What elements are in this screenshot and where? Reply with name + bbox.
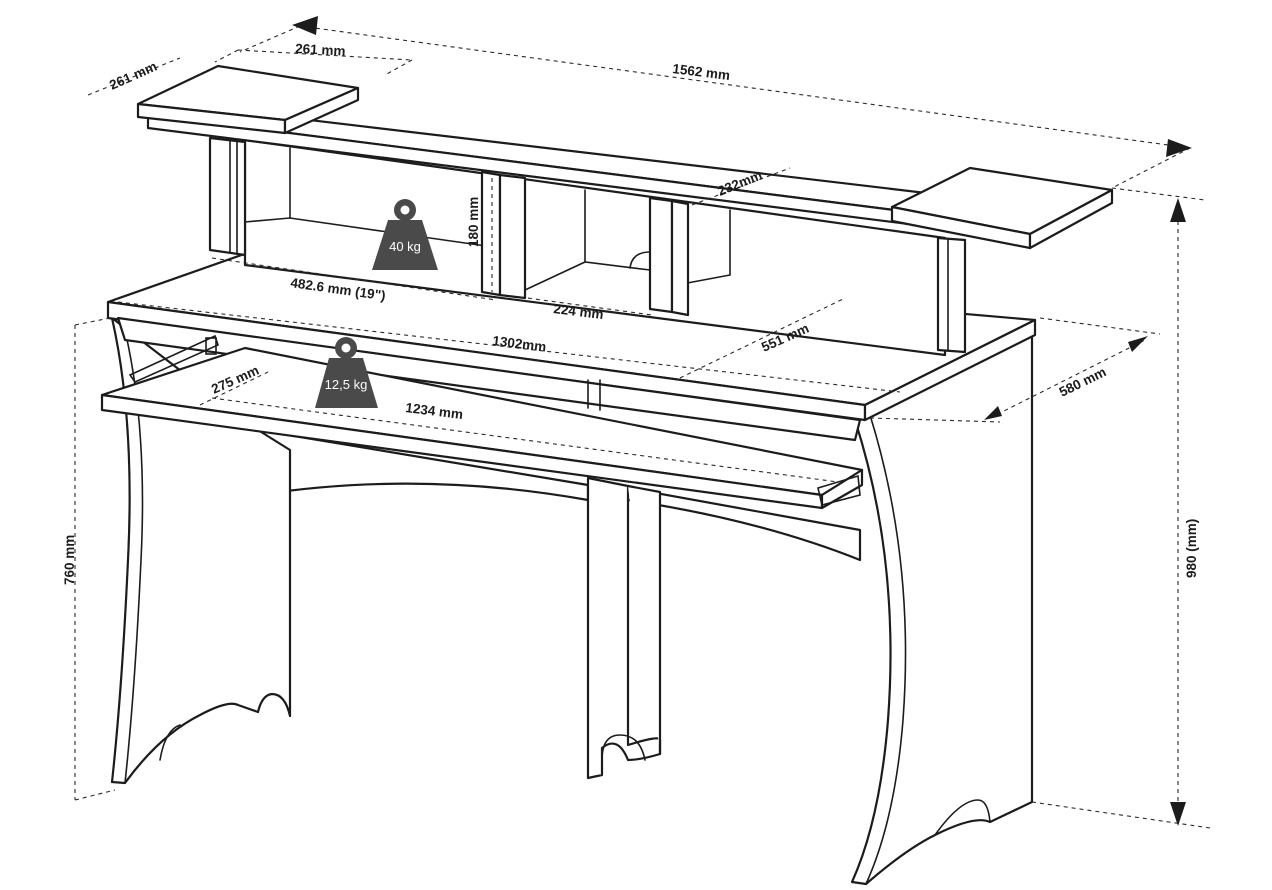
label-total-width: 1562 mm: [672, 61, 731, 83]
arrow-total-width-right: [1166, 139, 1192, 157]
speaker-shelf-right-side: [1028, 188, 1114, 250]
dim-line-riser-depth: [691, 167, 791, 206]
right-leg-arch: [934, 799, 991, 836]
weight-icon-tray: 12,5 kg: [315, 337, 378, 408]
dim-line-desk-depth: [989, 339, 1146, 419]
dim-line-desk-height: [74, 317, 116, 801]
label-shelf-width: 261 mm: [295, 41, 346, 59]
center-leg-arch: [601, 734, 646, 761]
riser-post-left: [208, 136, 247, 257]
left-leg: [110, 316, 292, 785]
arrow-desk-depth-top: [1128, 336, 1148, 352]
right-leg: [850, 318, 1034, 886]
label-rack-height: 180 mm: [466, 197, 481, 247]
dim-line-desk-depth-inner: [679, 297, 846, 379]
desk-structure: [100, 64, 1114, 886]
arrow-total-height-bottom: [1170, 802, 1186, 826]
dim-line-compartment: [519, 296, 653, 316]
label-compartment-width: 224 mm: [553, 301, 605, 322]
riser-post-right: [936, 236, 967, 354]
right-leg-front-curve: [865, 414, 907, 885]
modesty-panel-left: [256, 428, 590, 502]
dim-ext-total-width: [239, 25, 1191, 189]
left-leg-arch: [159, 724, 181, 761]
label-desk-depth: 580 mm: [1057, 364, 1109, 400]
riser-post-mid-1: [480, 170, 502, 297]
label-total-height: 980 (mm): [1184, 519, 1199, 578]
tray-slide-right: [817, 474, 861, 506]
arrow-total-width-left: [292, 16, 318, 35]
arrow-total-height-top: [1170, 198, 1186, 222]
label-desk-height: 760 mm: [62, 535, 77, 585]
tray-slide-left: [128, 334, 219, 383]
center-leg-side: [626, 484, 662, 756]
riser-post-mid-3: [648, 196, 674, 314]
dim-line-shelf-depth: [87, 57, 181, 96]
riser-post-left-groove: [229, 139, 238, 254]
label-desk-width: 1302mm: [492, 333, 547, 354]
arrow-desk-depth-bottom: [984, 406, 1002, 420]
dim-ext-desk-depth: [869, 317, 1161, 423]
riser-post-mid-4: [670, 199, 690, 317]
weight-label-rack: 40 kg: [389, 239, 421, 254]
dim-line-total-width: [299, 25, 1191, 149]
dim-line-desk-width: [117, 301, 901, 393]
dim-line-shelf-width: [214, 49, 413, 76]
tray-slide-bracket: [205, 337, 217, 355]
label-tray-width: 1234 mm: [405, 400, 464, 422]
apron-divider: [587, 379, 601, 411]
weight-icon-rack: 40 kg: [372, 199, 438, 270]
desktop-side-edge: [863, 318, 1037, 422]
dimension-lines: [74, 16, 1211, 829]
weight-label-tray: 12,5 kg: [325, 377, 368, 392]
center-leg: [586, 476, 662, 780]
cable-hole: [629, 251, 651, 269]
riser-post-mid-2: [498, 173, 527, 300]
label-shelf-depth: 261 mm: [107, 59, 159, 93]
dim-line-tray-width: [211, 397, 839, 483]
under-desk-apron: [116, 316, 862, 442]
speaker-shelf-left-side: [283, 86, 360, 135]
dim-ext-total-height: [1031, 187, 1211, 829]
